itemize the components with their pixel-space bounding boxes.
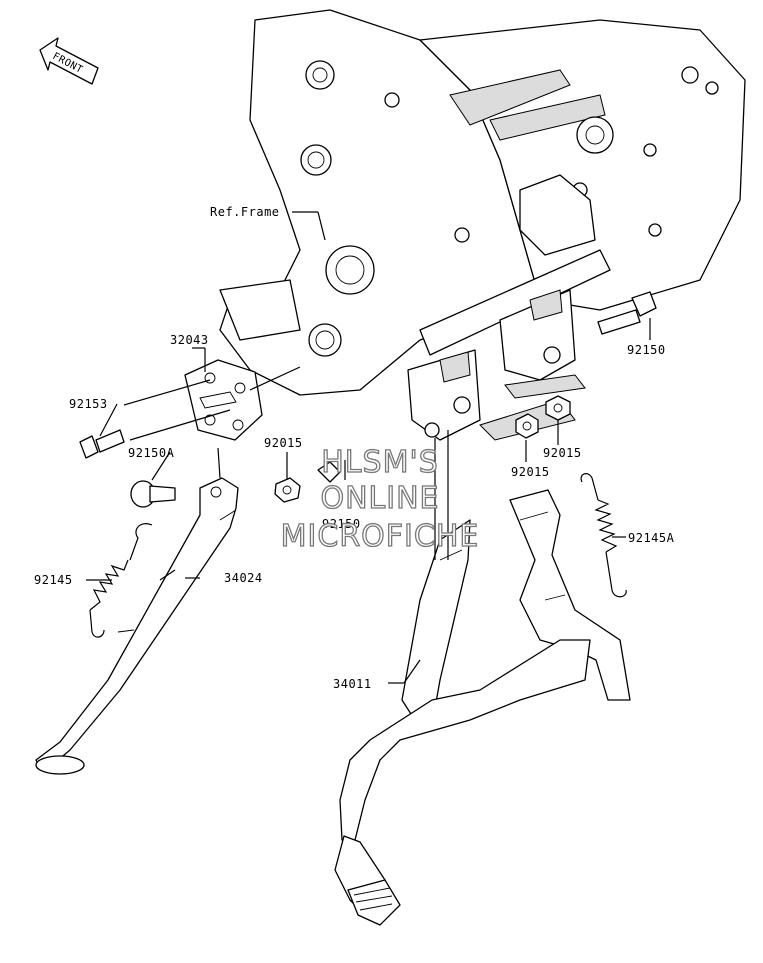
- label-92015-left: 92015: [264, 436, 303, 450]
- label-34011: 34011: [333, 677, 372, 691]
- label-92150-center: 92150: [322, 517, 361, 531]
- label-92145: 92145: [34, 573, 73, 587]
- spring-92145a: [580, 473, 627, 598]
- nut-92015-left: [274, 477, 301, 503]
- center-stand-34011: [334, 489, 631, 926]
- label-ref-frame: Ref.Frame: [210, 205, 280, 219]
- bolt-92150a: [130, 480, 176, 508]
- watermark: HLSM'S ONLINE MICROFICHE: [280, 444, 480, 554]
- leader-lines: [86, 211, 651, 684]
- bolt-92153: [79, 429, 125, 459]
- nut-92015-right-b: [545, 395, 571, 421]
- side-stand-bracket: [184, 359, 263, 441]
- watermark-line-1: HLSM'S: [321, 445, 439, 480]
- label-92015-right-a: 92015: [511, 465, 550, 479]
- side-stand-34024: [35, 477, 239, 775]
- nut-92015-right-a: [515, 413, 539, 439]
- label-32043: 32043: [170, 333, 209, 347]
- bolt-92150-center: [317, 461, 341, 483]
- watermark-line-2: ONLINE: [320, 481, 439, 516]
- bolt-92150-right: [597, 291, 657, 335]
- label-92150a: 92150A: [128, 446, 175, 460]
- label-92145a: 92145A: [628, 531, 675, 545]
- label-92015-right-b: 92015: [543, 446, 582, 460]
- watermark-line-3: MICROFICHE: [281, 519, 480, 554]
- spring-92145: [89, 523, 153, 638]
- frame-drawing: [219, 9, 746, 441]
- front-arrow-icon: FRONT: [39, 37, 99, 85]
- label-92153: 92153: [69, 397, 108, 411]
- label-92150-right: 92150: [627, 343, 666, 357]
- label-34024: 34024: [224, 571, 263, 585]
